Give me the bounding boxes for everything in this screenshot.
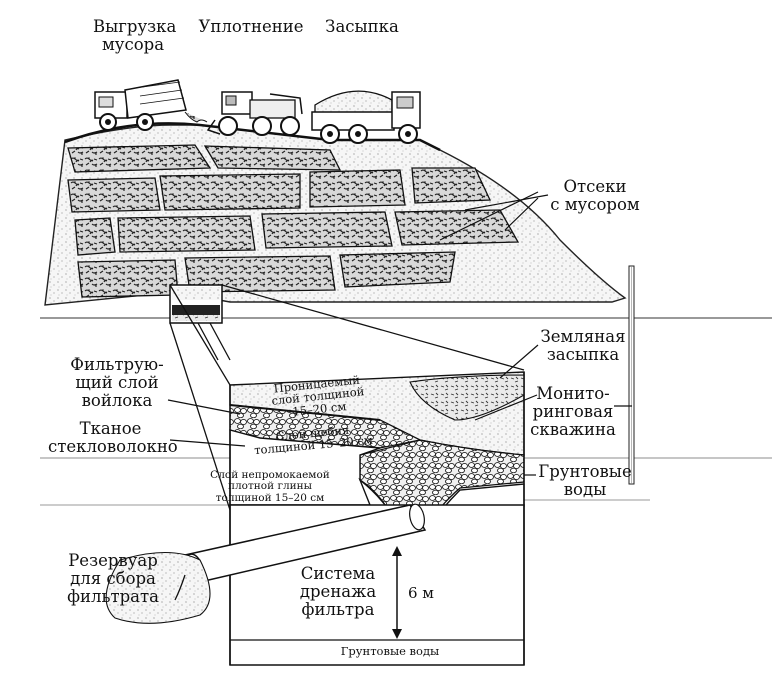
label-monitoring-well: Монито- ринговая скважина (530, 384, 616, 439)
label-covering: Засыпка (325, 17, 399, 36)
landfill-mound (44, 122, 627, 306)
label-earth-cover: Земляная засыпка (540, 327, 626, 364)
leader-lines (167, 191, 632, 476)
label-reservoir: Резервуар для сбора фильтрата (67, 551, 159, 606)
label-drainage: Система дренажа фильтра (299, 564, 377, 619)
label-compaction: Уплотнение (198, 17, 304, 36)
depth-arrow (392, 546, 402, 639)
cutaway-window (169, 284, 223, 324)
label-depth: 6 м (408, 584, 434, 602)
compactor-icon (206, 91, 303, 136)
label-groundwater-right: Грунтовые воды (538, 462, 632, 499)
covering-truck-icon (311, 90, 421, 144)
label-unloading: Выгрузка мусора (93, 17, 177, 54)
cross-section-block (229, 371, 525, 666)
label-trash-cells: Отсеки с мусором (550, 177, 640, 214)
dump-truck-icon (94, 79, 208, 131)
leachate-reservoir (105, 551, 211, 624)
label-groundwater-bottom: Грунтовые воды (340, 644, 440, 658)
monitoring-well-icon (628, 265, 635, 485)
label-fiberglass: Тканое стекловолокно (48, 419, 178, 456)
projection-lines (169, 284, 525, 511)
label-filter-felt: Фильтрую- щий слой войлока (70, 355, 164, 410)
label-clay-layer: Слой непромокаемой плотной глины толщино… (210, 469, 330, 504)
